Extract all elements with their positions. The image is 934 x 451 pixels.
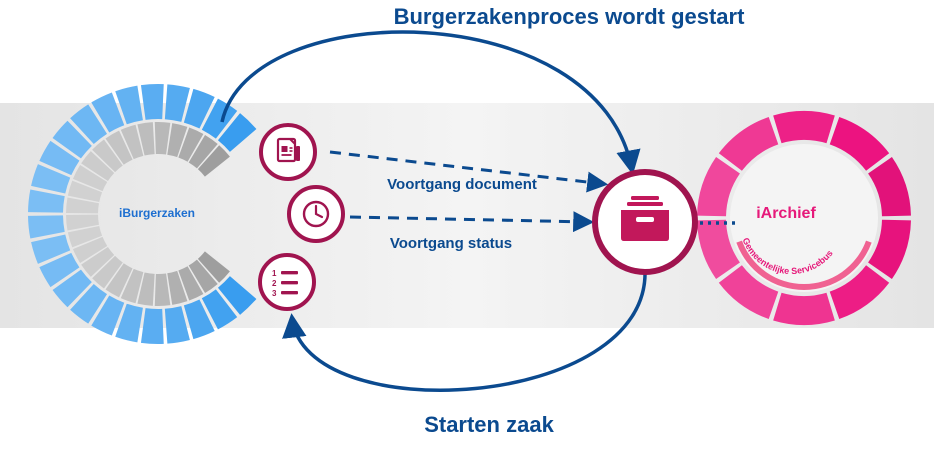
iburgerzaken-inner-segment [167, 123, 188, 158]
iburgerzaken-inner-segment [105, 130, 133, 165]
iburgerzaken-inner-segment [188, 259, 218, 294]
iburgerzaken-outer-segment [140, 308, 164, 344]
iburgerzaken-inner-segment [81, 151, 115, 181]
iburgerzaken-inner-segment [92, 255, 123, 289]
iburgerzaken-outer-segment [39, 140, 80, 176]
flow-label-document: Voortgang document [387, 176, 537, 193]
iburgerzaken-inner-segment [72, 165, 108, 192]
start-node: 1 2 3 [258, 253, 316, 311]
iburgerzaken-outer-segment [91, 295, 125, 336]
top-process-arrow [220, 30, 641, 175]
iburgerzaken-inner-segment [178, 266, 204, 301]
iburgerzaken-inner-segment [154, 122, 171, 155]
iburgerzaken-outer-segment [70, 284, 108, 324]
iburgerzaken-outer-segment [201, 289, 238, 330]
document-progress-arrow [329, 150, 609, 193]
iburgerzaken-inner-segment [197, 251, 230, 283]
iarchief-outer-segment [868, 157, 911, 217]
status-progress-arrow [349, 211, 595, 233]
iburgerzaken-ring [28, 84, 257, 344]
iburgerzaken-inner-segment [120, 124, 144, 160]
iarchief-inner-arc [736, 240, 872, 291]
iburgerzaken-inner-segment [137, 272, 155, 306]
iburgerzaken-outer-segment [183, 88, 215, 129]
iburgerzaken-outer-segment [39, 252, 80, 288]
iburgerzaken-inner-segment [154, 273, 171, 306]
iburgerzaken-inner-segment [120, 268, 144, 304]
iburgerzaken-inner-segment [72, 236, 108, 263]
iburgerzaken-outer-segment [52, 269, 92, 308]
iburgerzaken-inner-segment [137, 122, 155, 156]
iburgerzaken-outer-segment [28, 215, 65, 239]
iburgerzaken-outer-segment [52, 120, 92, 159]
iarchief-outer-segment [829, 265, 890, 320]
iburgerzaken-outer-segment [164, 306, 190, 344]
flow-label-status: Voortgang status [390, 235, 512, 252]
hub-node [592, 169, 698, 275]
iarchief-outer-segment [829, 116, 890, 171]
iarchief-inner-disk [730, 144, 878, 292]
iburgerzaken-outer-segment [31, 234, 71, 264]
iburgerzaken-outer-segment [91, 92, 125, 133]
iburgerzaken-inner-segment [188, 134, 218, 169]
iburgerzaken-inner-segment [167, 270, 188, 305]
document-node [259, 123, 317, 181]
iburgerzaken-outer-segment [115, 85, 143, 125]
iburgerzaken-outer-segment [140, 84, 164, 120]
svg-text:2: 2 [272, 279, 277, 288]
iburgerzaken-outer-segment [28, 189, 65, 213]
iburgerzaken-outer-segment [183, 299, 215, 340]
bottom-start-arrow [282, 269, 647, 392]
iburgerzaken-outer-segment [164, 84, 190, 122]
iarchief-outer-segment [773, 111, 835, 144]
iburgerzaken-inner-segment [92, 139, 123, 173]
svg-text:1: 1 [272, 269, 277, 278]
document-icon [276, 137, 300, 163]
iburgerzaken-inner-segment [67, 225, 103, 248]
iarchief-ring [697, 111, 911, 325]
iarchief-outer-segment [718, 116, 779, 171]
archive-tray-icon [621, 196, 669, 241]
iburgerzaken-outer-segment [31, 164, 71, 194]
status-node [287, 185, 345, 243]
numbered-list-icon: 1 2 3 [272, 269, 298, 298]
iburgerzaken-outer-segment [115, 303, 143, 343]
iarchief-outer-segment [868, 219, 911, 279]
iarchief-outer-segment [773, 292, 835, 325]
title-bottom: Starten zaak [424, 412, 554, 437]
iburgerzaken-label: iBurgerzaken [119, 206, 195, 220]
iburgerzaken-inner-segment [66, 197, 99, 214]
iburgerzaken-inner-segment [178, 127, 204, 162]
clock-icon [302, 200, 330, 228]
title-top: Burgerzakenproces wordt gestart [394, 4, 746, 29]
iburgerzaken-outer-segment [217, 113, 257, 152]
iburgerzaken-inner-segment [81, 247, 115, 277]
iarchief-outer-segment [718, 265, 779, 320]
iburgerzaken-inner-segment [66, 214, 99, 231]
iburgerzaken-inner-segment [197, 145, 230, 177]
iarchief-outer-segment [697, 157, 740, 217]
iburgerzaken-outer-segment [217, 276, 257, 315]
iarchief-outer-segment [697, 219, 740, 279]
iburgerzaken-inner-segment [105, 263, 133, 298]
iarchief-label: iArchief [756, 205, 816, 222]
iburgerzaken-inner-segment [67, 180, 103, 203]
svg-text:3: 3 [272, 289, 277, 298]
iburgerzaken-outer-segment [70, 104, 108, 144]
iburgerzaken-outer-segment [201, 98, 238, 139]
